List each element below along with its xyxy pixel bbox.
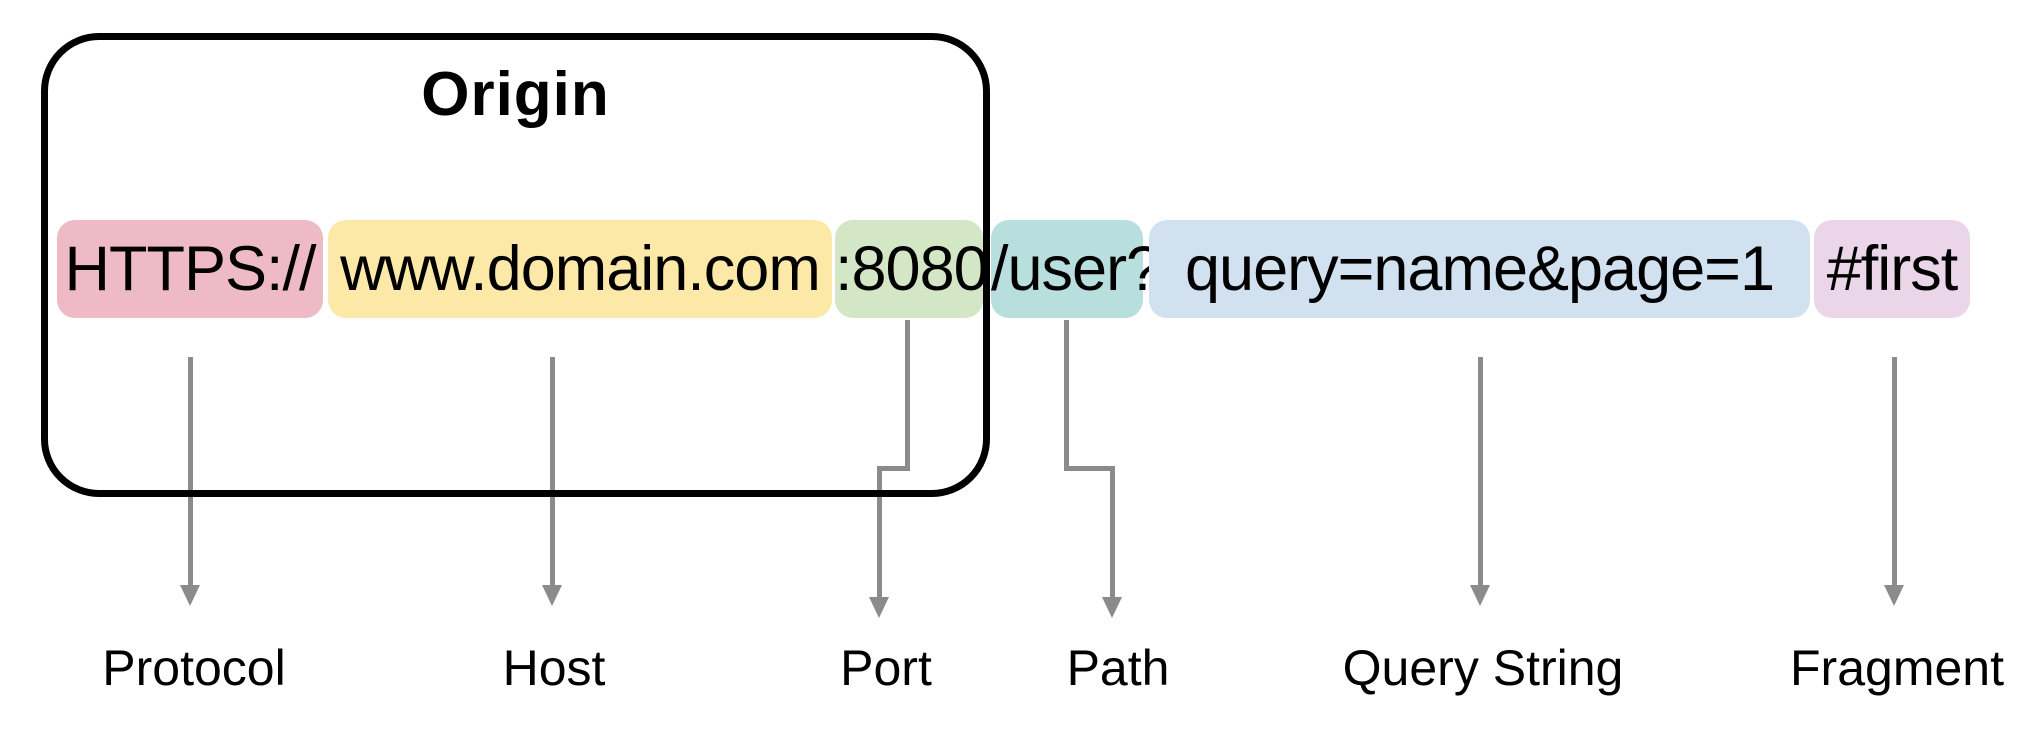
query-string-arrow-line [1478, 357, 1483, 585]
host-label: Host [502, 640, 606, 696]
port-label: Port [840, 640, 932, 696]
url-segment-host: www.domain.com [328, 220, 832, 318]
query-string-arrowhead-icon [1470, 585, 1490, 606]
protocol-arrowhead-icon [180, 585, 200, 606]
path-arrow-line-upper [1064, 320, 1069, 471]
origin-title: Origin [421, 60, 610, 129]
protocol-arrow-line [188, 357, 193, 585]
url-segment-port: :8080 [835, 220, 989, 318]
host-arrow-line [550, 357, 555, 585]
path-arrowhead-icon [1102, 597, 1122, 618]
path-label: Path [1066, 640, 1170, 696]
url-segment-path: /user? [991, 220, 1161, 318]
fragment-label: Fragment [1790, 640, 2004, 696]
url-segment-query-string: query=name&page=1 [1149, 220, 1810, 318]
fragment-arrow-line [1892, 357, 1897, 585]
port-arrow-line-lower [877, 466, 882, 597]
port-arrow-jog [877, 466, 910, 471]
fragment-arrowhead-icon [1884, 585, 1904, 606]
protocol-label: Protocol [102, 640, 286, 696]
path-arrow-line-lower [1110, 466, 1115, 597]
url-segment-protocol: HTTPS:// [57, 220, 323, 318]
query-string-label: Query String [1342, 640, 1624, 696]
path-arrow-jog [1064, 466, 1115, 471]
port-arrow-line-upper [905, 320, 910, 471]
url-segment-fragment: #first [1814, 220, 1970, 318]
port-arrowhead-icon [869, 597, 889, 618]
host-arrowhead-icon [542, 585, 562, 606]
